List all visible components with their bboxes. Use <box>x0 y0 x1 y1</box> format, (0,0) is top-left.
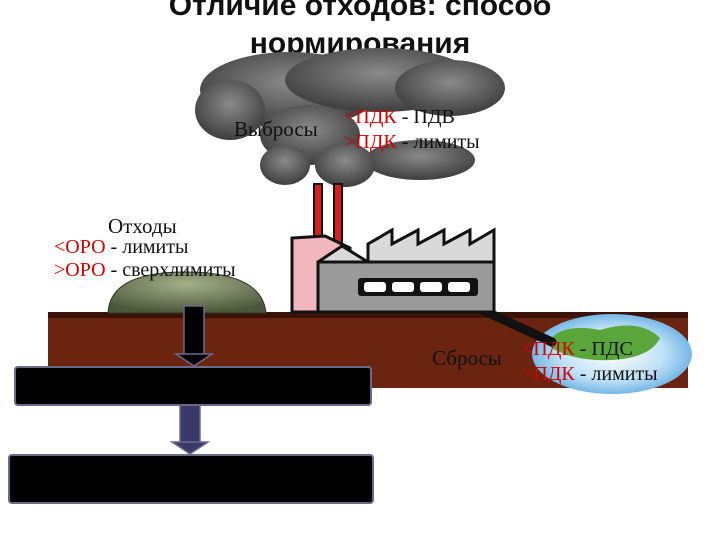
smoke-cloud <box>195 48 505 187</box>
discharges-row-1-sep: - <box>574 338 592 360</box>
waste-mound <box>107 271 267 314</box>
waste-label: Отходы <box>108 214 177 238</box>
discharges-row-2-value: лимиты <box>591 363 658 385</box>
waste-row-1: <ОРО - лимиты <box>54 237 188 257</box>
waste-row-2-sep: - <box>105 259 123 281</box>
discharges-row-2-condition: >ПДК <box>522 363 575 385</box>
waste-row-1-sep: - <box>105 236 123 258</box>
waste-row-2: >ОРО - сверхлимиты <box>54 260 236 280</box>
waste-row-1-condition: <ОРО <box>54 236 106 258</box>
factory-building <box>290 227 496 314</box>
emissions-row-2-value: лимиты <box>413 131 480 153</box>
discharges-row-2-sep: - <box>574 363 592 385</box>
arrow-down-2 <box>169 403 211 455</box>
arrow-down-1 <box>173 305 215 367</box>
waste-row-1-value: лимиты <box>122 236 189 258</box>
waste-row-2-condition: >ОРО <box>54 259 106 281</box>
discharges-row-1-condition: <ПДК <box>522 338 575 360</box>
waste-row-2-value: сверхлимиты <box>122 259 236 281</box>
result-box-2 <box>8 454 374 504</box>
discharges-label: Сбросы <box>432 346 502 370</box>
emissions-row-2-condition: >ПДК <box>344 131 397 153</box>
emissions-row-1-sep: - <box>396 106 414 128</box>
water-body <box>532 314 692 394</box>
emissions-row-1: <ПДК - ПДВ <box>344 107 455 127</box>
slide-title-line-1: Отличие отходов: способ <box>168 0 552 22</box>
emissions-row-1-value: ПДВ <box>413 106 455 128</box>
discharge-pipe <box>473 303 557 347</box>
result-box-1 <box>14 366 372 406</box>
discharges-row-1-value: ПДС <box>591 338 633 360</box>
emissions-row-2: >ПДК - лимиты <box>344 132 480 152</box>
emissions-row-2-sep: - <box>396 131 414 153</box>
emissions-label: Выбросы <box>234 117 318 141</box>
discharges-row-1: <ПДК - ПДС <box>522 339 633 359</box>
emissions-row-1-condition: <ПДК <box>344 106 397 128</box>
discharges-row-2: >ПДК - лимиты <box>522 364 658 384</box>
